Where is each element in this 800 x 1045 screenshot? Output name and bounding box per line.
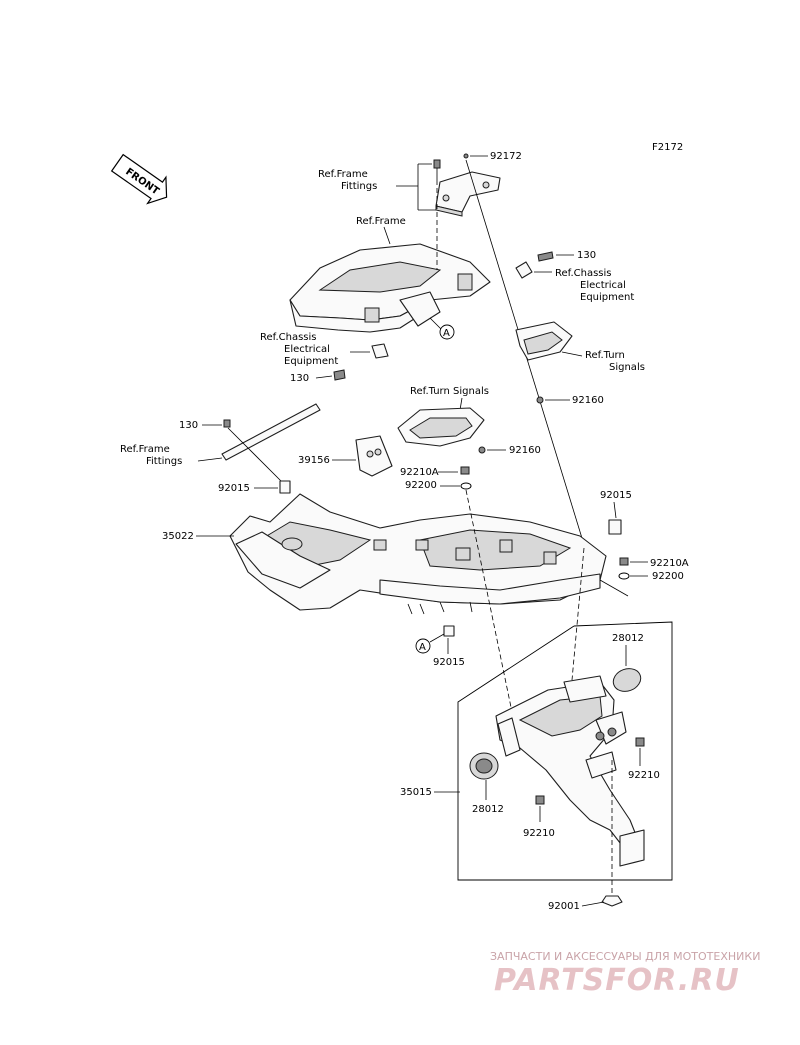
label-ref-frame-fittings-top-2: Fittings	[341, 181, 377, 192]
nut-92160-center	[478, 446, 486, 454]
label-ref-chassis-left-2: Electrical	[284, 344, 330, 355]
bolt-130-right	[537, 251, 554, 262]
label-ref-chassis-right-2: Electrical	[580, 280, 626, 291]
label-92172: 92172	[490, 151, 522, 162]
label-92015-bottom: 92015	[433, 657, 465, 668]
label-ref-chassis-left-3: Equipment	[284, 356, 338, 367]
washer-92200-right	[618, 572, 630, 580]
connector-right	[515, 261, 533, 279]
top-bracket	[435, 171, 501, 217]
label-92210A-center: 92210A	[400, 467, 439, 478]
label-35022: 35022	[162, 531, 194, 542]
label-130-right: 130	[577, 250, 596, 261]
label-ref-turn-center: Ref.Turn Signals	[410, 386, 489, 397]
watermark-line-1: ЗАПЧАСТИ И АКСЕССУАРЫ ДЛЯ МОТОТЕХНИКИ	[490, 950, 760, 963]
bolt-92172	[463, 153, 469, 159]
nut-92210-bottom	[535, 795, 545, 805]
label-ref-frame: Ref.Frame	[356, 216, 406, 227]
label-ref-chassis-left-1: Ref.Chassis	[260, 332, 316, 343]
label-92200-center: 92200	[405, 480, 437, 491]
nut-92210A-right	[619, 557, 629, 566]
nut-92160-right	[536, 396, 544, 404]
label-35015: 35015	[400, 787, 432, 798]
label-92160-right: 92160	[572, 395, 604, 406]
connector-left	[371, 343, 389, 359]
label-92001: 92001	[548, 901, 580, 912]
label-ref-frame-fittings-left-2: Fittings	[146, 456, 182, 467]
bolt-top-left	[433, 159, 441, 180]
bolt-130-left-mid	[333, 369, 346, 381]
label-92015-right: 92015	[600, 490, 632, 501]
fender-group-box	[457, 621, 673, 881]
label-28012-top: 28012	[612, 633, 644, 644]
front-arrow-icon: FRONT	[110, 153, 168, 205]
label-ref-chassis-right-3: Equipment	[580, 292, 634, 303]
label-92210-bottom: 92210	[523, 828, 555, 839]
watermark-logo: PARTSFOR.RU	[494, 963, 740, 998]
bolt-92001	[601, 895, 623, 907]
label-ref-chassis-right-1: Ref.Chassis	[555, 268, 611, 279]
nut-92210A-center	[460, 466, 470, 475]
diagram-code: F2172	[652, 142, 683, 153]
label-ref-frame-fittings-left-1: Ref.Frame	[120, 444, 170, 455]
label-92210A-right: 92210A	[650, 558, 689, 569]
label-ref-turn-right-2: Signals	[609, 362, 645, 373]
label-92160-center: 92160	[509, 445, 541, 456]
reflector-28012-top	[612, 668, 642, 692]
ref-circle-a-top	[439, 324, 455, 340]
turn-signal-center	[397, 407, 485, 447]
ref-circle-a-bottom	[415, 638, 431, 654]
turn-signal-right	[515, 321, 573, 361]
label-92015-left: 92015	[218, 483, 250, 494]
label-130-left-mid: 130	[290, 373, 309, 384]
grommet-92015-left	[279, 480, 291, 494]
label-92200-right: 92200	[652, 571, 684, 582]
nut-92210-right	[635, 737, 645, 747]
ref-circle-a-top-label: A	[443, 328, 450, 339]
label-ref-turn-right-1: Ref.Turn	[585, 350, 625, 361]
label-28012-bottom: 28012	[472, 804, 504, 815]
label-130-top-left: 130	[179, 420, 198, 431]
washer-92200-center	[460, 482, 472, 490]
label-ref-frame-fittings-top-1: Ref.Frame	[318, 169, 368, 180]
grommet-92015-right	[608, 519, 622, 535]
bolt-130-top-left	[223, 419, 231, 428]
label-92210-right: 92210	[628, 770, 660, 781]
undertray-35022	[229, 493, 607, 615]
ref-circle-a-bottom-label: A	[419, 642, 426, 653]
frame-reference	[289, 243, 491, 333]
fender-35015	[495, 675, 645, 867]
label-39156: 39156	[298, 455, 330, 466]
pad-39156	[355, 435, 393, 477]
grommet-92015-bottom	[443, 625, 455, 637]
frame-fitting-strip	[221, 403, 321, 461]
